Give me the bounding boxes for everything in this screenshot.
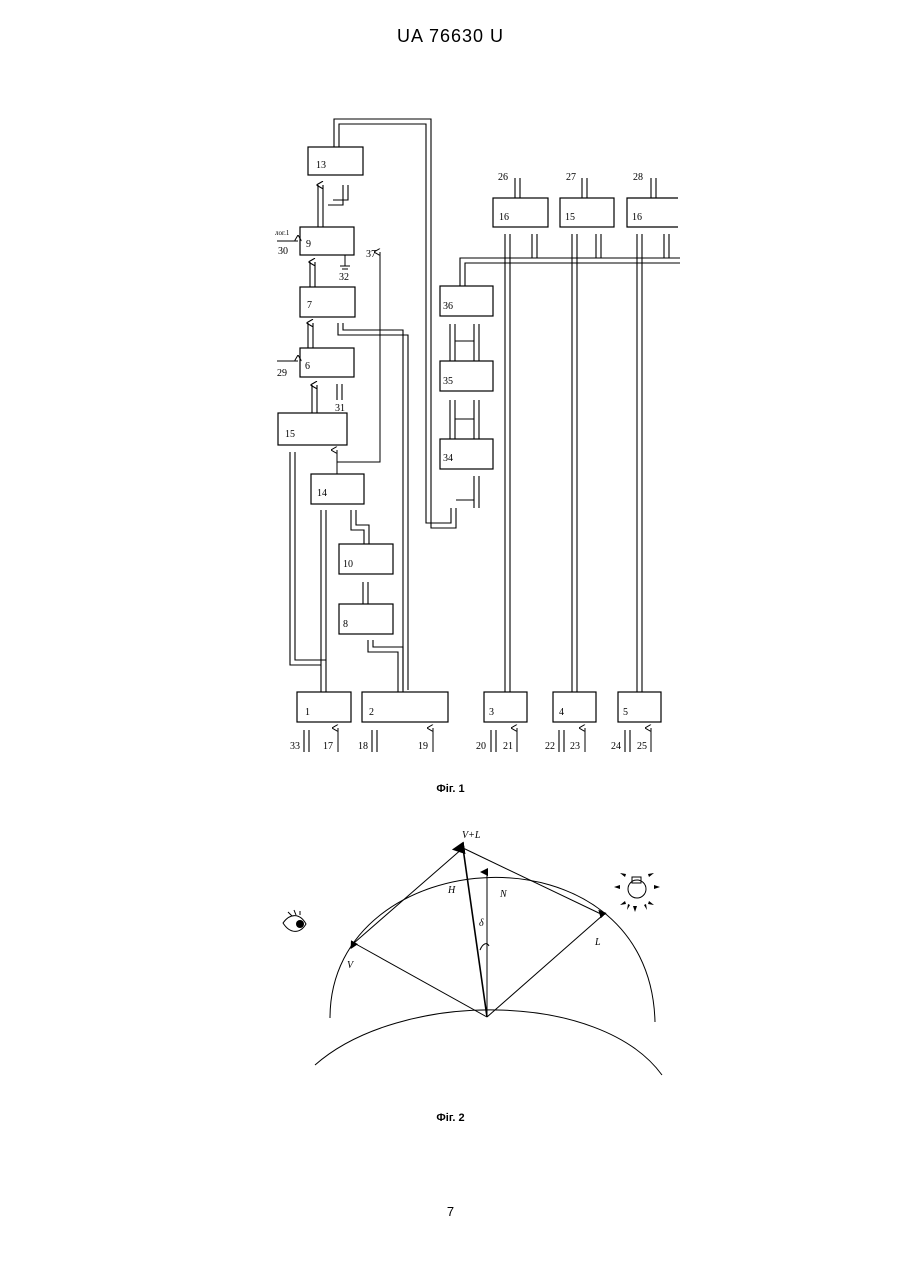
label-delta: δ bbox=[479, 918, 484, 929]
figure-2-caption: Фіг. 2 bbox=[0, 1112, 901, 1124]
label-h: H bbox=[447, 885, 456, 896]
label-v: V bbox=[347, 960, 355, 971]
eye-icon bbox=[283, 910, 306, 931]
label-v-plus-l: V+L bbox=[462, 830, 481, 841]
label-l: L bbox=[594, 937, 601, 948]
light-bulb-icon bbox=[614, 873, 660, 912]
label-n: N bbox=[499, 889, 508, 900]
page-number: 7 bbox=[0, 1204, 901, 1219]
